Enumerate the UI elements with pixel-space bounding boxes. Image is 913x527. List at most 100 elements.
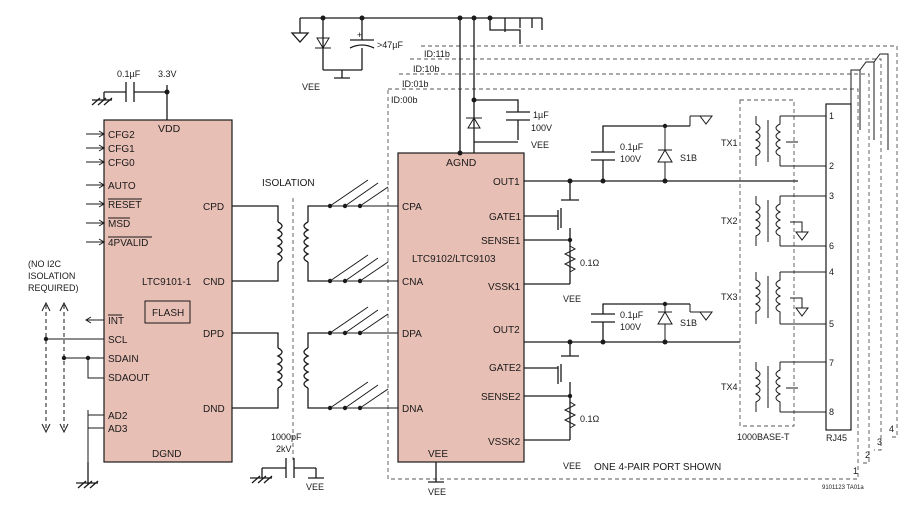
sense1-vee: VEE <box>563 294 581 304</box>
ltc9102-ic <box>397 152 525 463</box>
zener-icon <box>315 37 331 49</box>
isolation-transformer-bottom-secondary <box>303 347 310 389</box>
polarized-cap-icon <box>323 18 375 71</box>
out1-diode-icon <box>657 126 673 181</box>
pin-msd: MSD <box>108 219 130 230</box>
pin-out1: OUT1 <box>493 177 520 188</box>
rj45-pin-3: 3 <box>829 191 834 201</box>
port-number-4: 4 <box>889 424 894 434</box>
pin-scl: SCL <box>108 335 128 346</box>
pin-sdain: SDAIN <box>108 354 139 365</box>
i2c-note-line2: ISOLATION <box>28 271 75 281</box>
figure-code: 9101123 TA01a <box>822 485 864 491</box>
pin-cfg0: CFG0 <box>108 158 135 169</box>
footer-caption: ONE 4-PAIR PORT SHOWN <box>594 462 721 473</box>
pin-ad3: AD3 <box>108 424 128 435</box>
ltc9101-ic <box>103 119 233 463</box>
isolation-label: ISOLATION <box>262 178 315 189</box>
pin-dpa: DPA <box>402 329 422 340</box>
port-number-2: 2 <box>865 450 870 460</box>
port-box-1 <box>387 88 859 480</box>
tx2-label: TX2 <box>721 216 738 226</box>
bulk-cap-label: >47µF <box>377 40 403 50</box>
rj45-pin-4: 4 <box>829 267 834 277</box>
flash-box <box>144 300 191 324</box>
out1-cap-value: 0.1µF <box>620 142 644 152</box>
1000base-t-box <box>739 99 795 427</box>
ltc9101-vdd: VDD <box>158 123 181 135</box>
i2c-bus: (NO I2C ISOLATION REQUIRED) <box>28 259 104 462</box>
1000base-t-label: 1000BASE-T <box>737 432 790 442</box>
out2-vee-ground <box>689 304 713 321</box>
sense2-vee: VEE <box>563 461 581 471</box>
agnd-cap-value: 1µF <box>533 110 549 120</box>
pin-cnd: CND <box>203 277 225 288</box>
mosfet2-icon <box>524 342 579 384</box>
tx4-label: TX4 <box>721 382 738 392</box>
isolation-transformer-top-primary <box>276 221 283 263</box>
pin-cfg1: CFG1 <box>108 144 135 155</box>
out1-cap-voltage: 100V <box>620 154 641 164</box>
pin-cfg2: CFG2 <box>108 130 135 141</box>
rj45-pin-2: 2 <box>829 161 834 171</box>
port-number-1: 1 <box>853 466 858 476</box>
i2c-note-line1: (NO I2C <box>28 259 62 269</box>
isolation-cap-icon <box>262 458 316 478</box>
pin-cpd: CPD <box>203 202 224 213</box>
pin-dna: DNA <box>402 404 423 415</box>
isolation-vee-label: VEE <box>306 482 324 492</box>
port-id-10b: ID:10b <box>413 64 440 74</box>
tx1-label: TX1 <box>721 138 738 148</box>
out1-diode-label: S1B <box>680 153 697 163</box>
pin-vssk1: VSSK1 <box>488 282 521 293</box>
rj45-pin-1: 1 <box>829 111 834 121</box>
tx2-icon <box>754 195 826 247</box>
pin-auto: AUTO <box>108 181 136 192</box>
pin-int: INT <box>108 316 124 327</box>
isolation-section: ISOLATION 1000pF 2kV VEE <box>232 178 398 492</box>
agnd-cap-voltage: 100V <box>531 123 552 133</box>
pin-reset: RESET <box>108 200 141 211</box>
decoupling-cap-icon <box>104 82 168 120</box>
agnd-zener-icon <box>466 108 482 142</box>
pin-vssk2: VSSK2 <box>488 437 521 448</box>
agnd-cap-icon <box>474 111 530 143</box>
sense2-resistor-icon <box>563 401 577 429</box>
rj45-pin-6: 6 <box>829 241 834 251</box>
dgnd-ground-icon <box>76 462 99 489</box>
ltc9102-agnd: AGND <box>446 157 477 169</box>
ltc9101-left-pins: CFG2 CFG1 CFG0 AUTO RESET MSD 4PVALID IN… <box>108 130 152 435</box>
isolation-transformer-bottom-primary <box>276 347 283 389</box>
svg-text:+: + <box>357 30 362 40</box>
mosfet1-icon <box>524 181 579 230</box>
pin-out2: OUT2 <box>493 325 520 336</box>
port-id-11b: ID:11b <box>424 49 450 59</box>
rj45-label: RJ45 <box>826 433 847 443</box>
isolation-cap-label: 1000pF <box>271 432 302 442</box>
ltc9101-section: VDD LTC9101-1 DGND FLASH CFG2 CFG1 CFG0 … <box>76 69 233 489</box>
flash-label: FLASH <box>152 308 184 319</box>
ltc9102-name: LTC9102/LTC9103 <box>412 254 496 265</box>
pin-sense2: SENSE2 <box>481 392 521 403</box>
out1-cap-icon <box>591 125 690 181</box>
pin-sense1: SENSE1 <box>481 236 521 247</box>
ltc9101-dgnd: DGND <box>152 449 181 460</box>
output-stage-2: 0.1µF 100V S1B 0.1Ω VEE ONE 4-PAIR PORT … <box>524 301 740 473</box>
pin-gate1: GATE1 <box>489 212 521 223</box>
ltc9101-name: LTC9101-1 <box>142 277 192 288</box>
pin-ad2: AD2 <box>108 411 128 422</box>
out2-cap-value: 0.1µF <box>620 310 644 320</box>
output-stage-1: 0.1µF 100V S1B 0.1Ω VEE <box>524 115 798 304</box>
vdd-cap-label: 0.1µF <box>117 69 141 79</box>
i2c-note-line3: REQUIRED) <box>28 283 79 293</box>
rj45-connector <box>825 103 852 431</box>
chassis-ground-icon <box>91 92 113 106</box>
pin-dnd: DND <box>203 404 225 415</box>
port-id-00b: ID:00b <box>391 95 418 105</box>
port-box-2 <box>399 73 870 464</box>
ground-symbol <box>290 18 310 43</box>
sense1-res-label: 0.1Ω <box>580 258 600 268</box>
sense1-resistor-icon <box>563 245 577 273</box>
isolation-transformer-top-secondary <box>303 221 310 263</box>
